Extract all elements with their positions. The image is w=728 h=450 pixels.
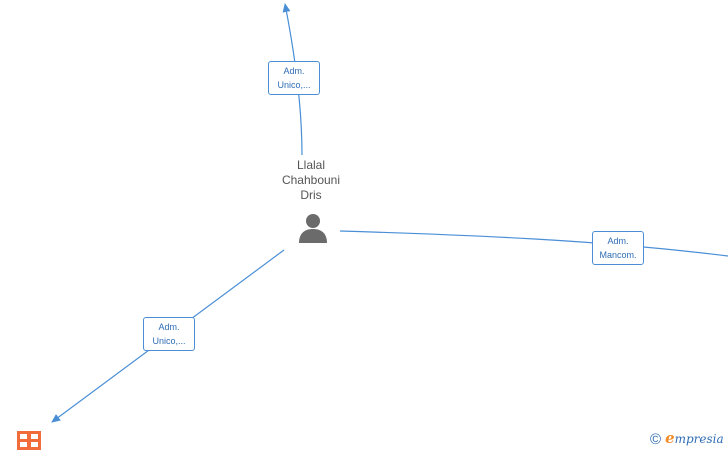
edge-label-bottom-left[interactable]: Adm. Unico,... xyxy=(143,317,195,351)
building-icon[interactable] xyxy=(17,431,41,450)
person-name-line: Chahbouni xyxy=(281,173,341,187)
person-name-line: Dris xyxy=(300,188,322,202)
edge-label-line: Adm. xyxy=(283,66,305,76)
edge-label-right[interactable]: Adm. Mancom. xyxy=(592,231,644,265)
edge-label-top[interactable]: Adm. Unico,... xyxy=(268,61,320,95)
edge-label-line: Adm. xyxy=(607,236,629,246)
edge-label-line: Unico,... xyxy=(277,80,311,90)
edge-right-line xyxy=(339,230,728,257)
brand-initial: e xyxy=(665,429,675,447)
edge-label-line: Mancom. xyxy=(599,250,637,260)
edge-label-line: Adm. xyxy=(158,322,180,332)
person-name-line: Llalal xyxy=(296,158,326,172)
brand-name: mpresia xyxy=(674,432,724,446)
person-node-name[interactable]: Llalal Chahbouni Dris xyxy=(263,158,359,203)
copyright-symbol: © xyxy=(650,431,662,448)
person-icon[interactable] xyxy=(297,212,329,244)
edge-label-line: Unico,... xyxy=(152,336,186,346)
empresia-logo: ©empresia xyxy=(650,429,724,448)
